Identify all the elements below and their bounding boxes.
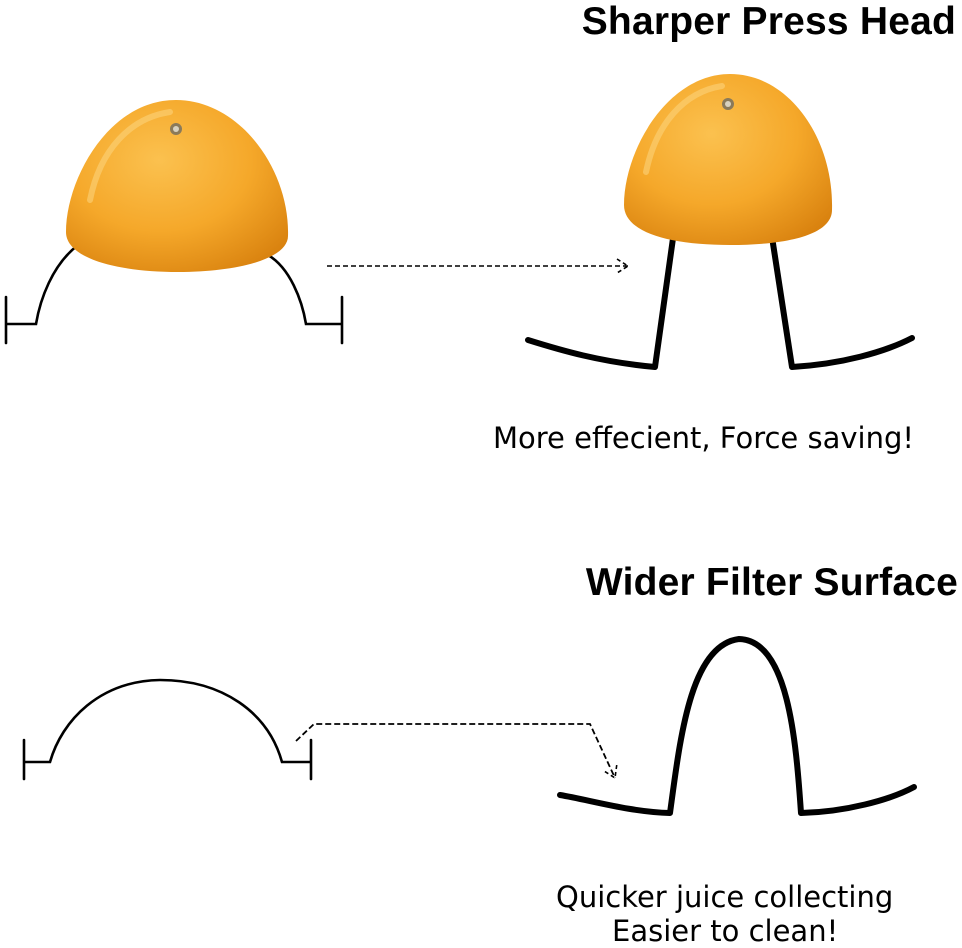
wider-filter-surface	[557, 636, 917, 816]
orange-half-left-highlight	[87, 109, 173, 203]
section-title-sharper-press-head: Sharper Press Head	[581, 0, 956, 43]
old-filter-surface	[22, 678, 313, 781]
orange-half-right-highlight	[643, 83, 725, 175]
bottom-arrow	[295, 723, 615, 778]
sharper-press-head-outline	[525, 221, 915, 370]
orange-stem-left-center	[173, 126, 179, 132]
caption-wider-filter-line-2: Easier to clean!	[612, 914, 839, 948]
section-title-wider-filter-surface: Wider Filter Surface	[585, 561, 958, 604]
old-press-head-outline	[4, 243, 344, 345]
old-filter-surface-outline	[22, 678, 313, 781]
caption-sharper-press-head: More effecient, Force saving!	[493, 421, 914, 455]
orange-half-left	[66, 100, 289, 272]
sharper-press-head	[525, 221, 915, 370]
orange-half-right	[624, 74, 833, 245]
orange-half-left-shape	[66, 100, 289, 272]
orange-stem-right-center	[725, 101, 731, 107]
orange-half-right-shape	[624, 74, 833, 245]
old-press-head	[4, 243, 344, 345]
caption-wider-filter-line-1: Quicker juice collecting	[556, 880, 894, 914]
wider-filter-surface-outline	[557, 636, 917, 816]
